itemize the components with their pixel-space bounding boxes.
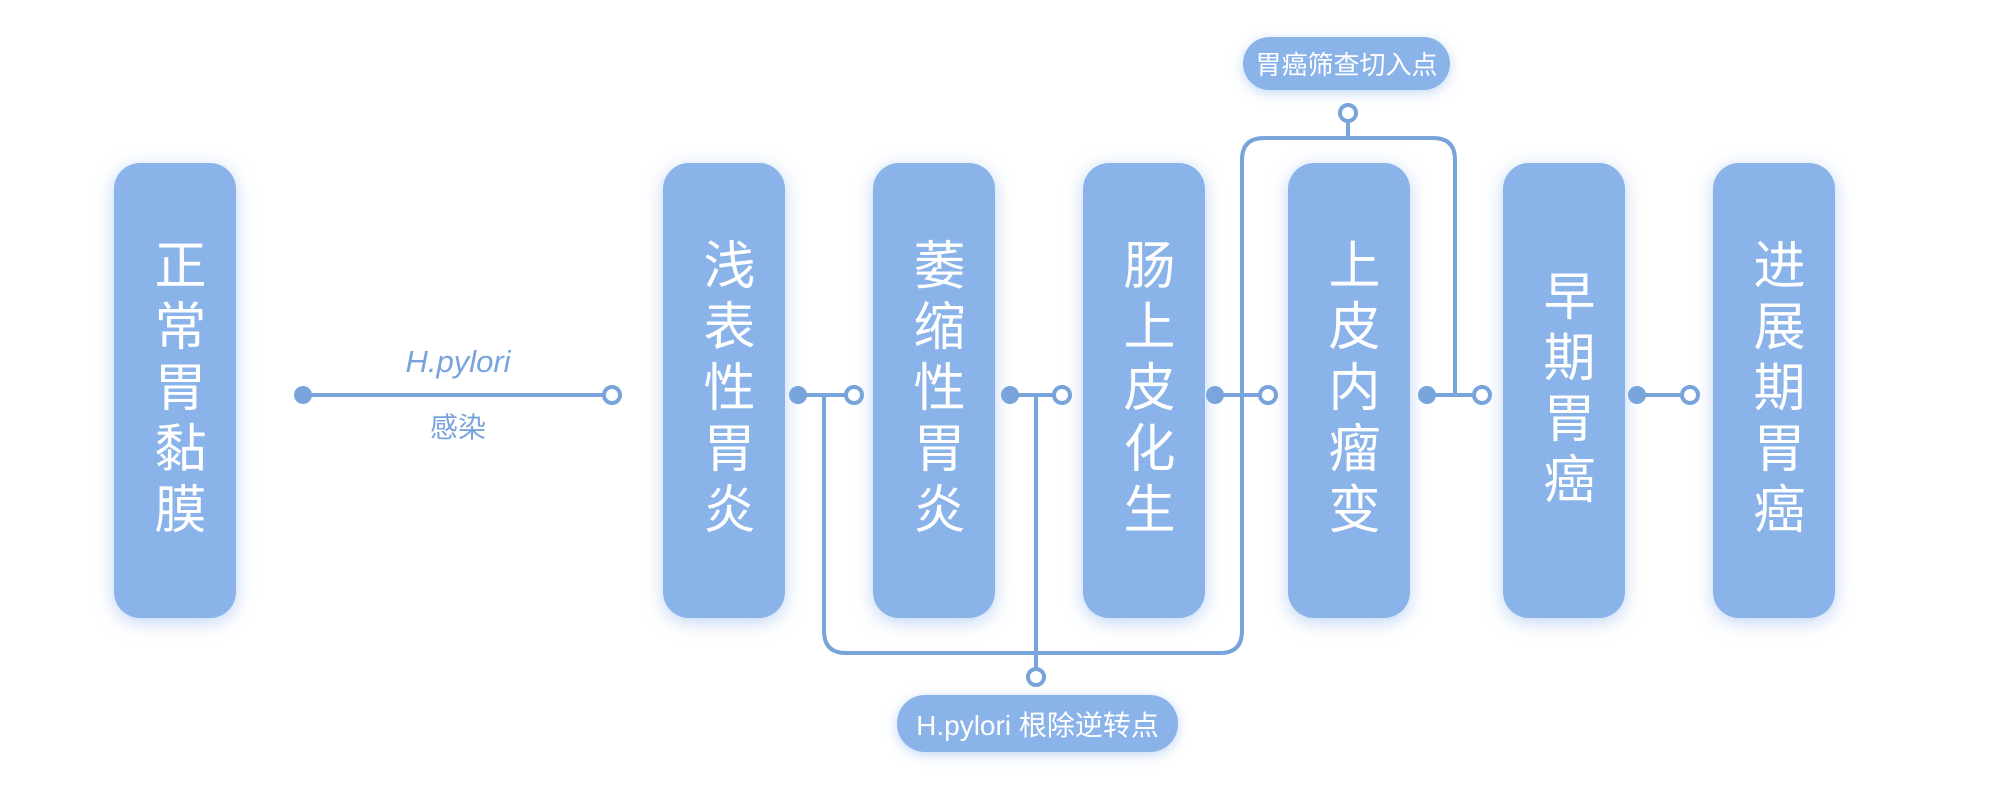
edge-end-ring-5-6 (1472, 385, 1492, 405)
edge-end-ring-4-5 (1258, 385, 1278, 405)
edge-start-dot-2-3 (789, 386, 807, 404)
hpylori-infection-label-line1: H.pylori (405, 344, 511, 379)
stage-node-1-label: 正常胃黏膜 (146, 238, 204, 543)
stage-node-4: 肠上皮化生 (1083, 163, 1205, 618)
stage-node-3: 萎缩性胃炎 (873, 163, 995, 618)
stage-node-6: 早期胃癌 (1503, 163, 1625, 618)
screening-label-ring (1338, 103, 1358, 123)
stage-node-5-label: 上皮内瘤变 (1320, 238, 1378, 543)
eradication-reversal-point-label: H.pylori 根除逆转点 (897, 695, 1178, 752)
edge-start-dot-6-7 (1628, 386, 1646, 404)
edge-start-dot-5-6 (1418, 386, 1436, 404)
edge-start-dot-3-4 (1001, 386, 1019, 404)
edge-start-dot-1-2 (294, 386, 312, 404)
edge-start-dot-4-5 (1206, 386, 1224, 404)
stage-node-6-label: 早期胃癌 (1535, 268, 1593, 513)
edge-end-ring-2-3 (844, 385, 864, 405)
screening-entry-point-label: 胃癌筛查切入点 (1243, 37, 1450, 90)
stage-node-1: 正常胃黏膜 (114, 163, 236, 618)
edge-end-ring-1-2 (602, 385, 622, 405)
stage-node-3-label: 萎缩性胃炎 (905, 238, 963, 543)
stage-node-4-label: 肠上皮化生 (1115, 238, 1173, 543)
stage-node-7-label: 进展期胃癌 (1745, 238, 1803, 543)
hpylori-infection-label-line2: 感染 (429, 412, 486, 443)
eradication-reversal-point-text: H.pylori 根除逆转点 (916, 709, 1159, 741)
stage-node-2-label: 浅表性胃炎 (695, 238, 753, 543)
stage-node-5: 上皮内瘤变 (1288, 163, 1410, 618)
stage-node-2: 浅表性胃炎 (663, 163, 785, 618)
edge-end-ring-3-4 (1052, 385, 1072, 405)
screening-entry-point-text: 胃癌筛查切入点 (1255, 50, 1438, 80)
edge-end-ring-6-7 (1680, 385, 1700, 405)
stage-node-7: 进展期胃癌 (1713, 163, 1835, 618)
reversal-label-ring (1026, 667, 1046, 687)
